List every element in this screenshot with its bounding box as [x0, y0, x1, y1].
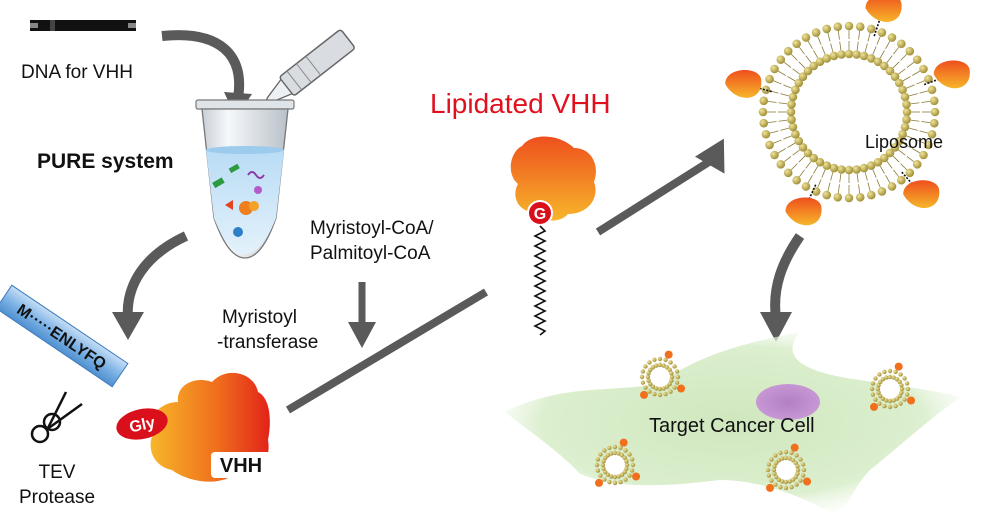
- transferase-label-2: -transferase: [217, 332, 318, 353]
- transferase-label-1: Myristoyl: [222, 307, 297, 328]
- tag-peptide-label: M·····ENLYFQ: [14, 301, 109, 373]
- lipidated-vhh-protein: G: [510, 136, 596, 336]
- scissors-icon: [30, 391, 83, 444]
- small-liposome: [765, 443, 812, 492]
- tev-label-1: TEV: [39, 462, 76, 483]
- small-liposome: [594, 438, 641, 487]
- small-liposome: [639, 350, 686, 399]
- arrow-dna-to-tube: [161, 30, 245, 99]
- dna-bar-icon: [30, 20, 136, 31]
- pure-system-label: PURE system: [37, 150, 174, 173]
- tube-icon: [195, 99, 295, 259]
- liposome-label: Liposome: [865, 132, 943, 152]
- arrow-tube-to-vhh: [122, 231, 189, 321]
- nucleus: [756, 384, 820, 420]
- vhh-tag-box: VHH: [211, 452, 271, 478]
- arrow-to-cell-head: [760, 312, 792, 342]
- small-liposomes: [594, 350, 916, 492]
- target-cell-label: Target Cancer Cell: [649, 415, 815, 437]
- lipidated-vhh-title: Lipidated VHH: [430, 88, 611, 119]
- acyl-coa-label-2: Palmitoyl-CoA: [310, 243, 431, 264]
- tag-peptide: M·····ENLYFQ: [0, 284, 129, 388]
- acyl-coa-label-1: Myristoyl-CoA/: [310, 218, 434, 239]
- arrow-to-cell: [770, 233, 805, 319]
- arrow-to-liposome: [595, 156, 715, 236]
- fatty-acid-chain: [533, 225, 547, 336]
- g-label: G: [534, 206, 546, 223]
- vhh-label: VHH: [220, 455, 262, 477]
- small-liposome: [869, 362, 916, 411]
- pipette-icon: [265, 29, 355, 104]
- arrow-vhh-to-lipidated: [285, 288, 489, 414]
- gly-label: Gly: [128, 414, 157, 436]
- liposome-icon: [725, 0, 970, 226]
- dna-label: DNA for VHH: [21, 62, 133, 83]
- gly-residue: Gly: [116, 408, 168, 440]
- arrow-to-liposome-head: [695, 138, 725, 174]
- arrow-coa-down-head: [348, 322, 376, 348]
- arrow-tube-to-vhh-head: [112, 312, 144, 340]
- tev-label-2: Protease: [19, 487, 95, 508]
